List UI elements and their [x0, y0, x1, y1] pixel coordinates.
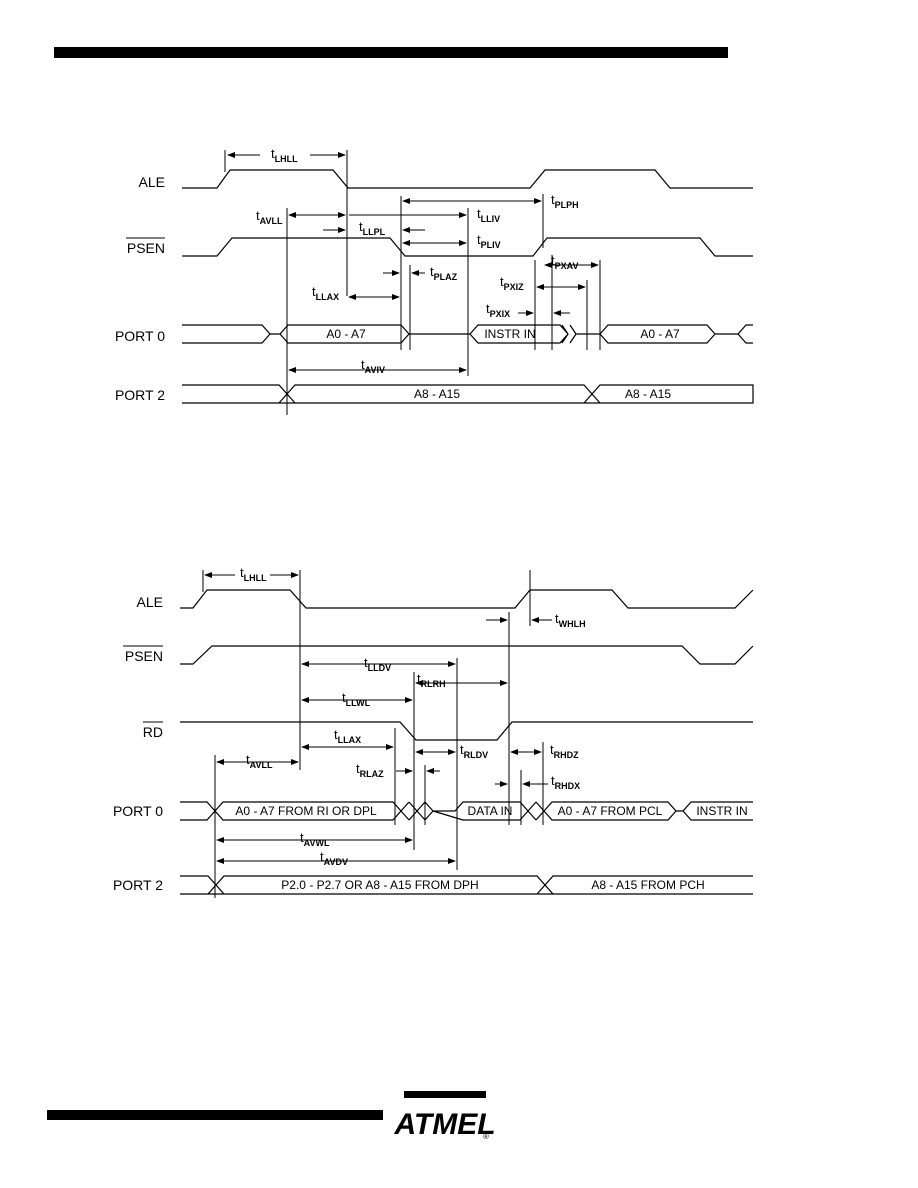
label-tlliv: tLLIV — [477, 206, 500, 224]
label-tpxav: tPXAV — [551, 253, 578, 271]
signal-label-port2: PORT 2 — [115, 387, 165, 403]
label-trhdz: tRHDZ — [550, 742, 579, 760]
label-taviv: tAVIV — [361, 357, 385, 375]
data-memory-read-cycle: ALE PSEN RD PORT 0 PORT 2 A0 - A7 FROM R… — [113, 565, 754, 898]
port2-waveform — [180, 875, 753, 895]
timing-arrows — [227, 152, 599, 373]
reference-lines — [224, 150, 601, 415]
psen-waveform — [180, 645, 754, 665]
label-tllax: tLLAX — [334, 727, 361, 745]
label-trlrh: tRLRH — [417, 671, 446, 689]
port2-bus-a8-a15-pch: A8 - A15 FROM PCH — [591, 878, 704, 892]
port2-bus-a8-a15-next: A8 - A15 — [625, 387, 671, 401]
footer-rule — [47, 1110, 383, 1120]
label-tavwl: tAVWL — [300, 830, 330, 848]
program-memory-read-cycle: ALE PSEN PORT 0 PORT 2 A0 - A7 INSTR IN … — [115, 146, 754, 415]
label-tllpl: tLLPL — [359, 219, 386, 237]
port0-bus-data-in: DATA IN — [468, 804, 513, 818]
ale-waveform — [182, 169, 753, 189]
port0-waveform — [182, 324, 753, 344]
label-tavdv: tAVDV — [320, 849, 348, 867]
signal-label-psen: PSEN — [127, 240, 165, 256]
psen-waveform — [182, 237, 753, 257]
label-tllax: tLLAX — [312, 284, 339, 302]
header-rule — [54, 47, 728, 58]
label-tplaz: tPLAZ — [430, 264, 458, 282]
port0-bus-instr-in: INSTR IN — [696, 804, 747, 818]
port2-bus-a8-a15: A8 - A15 — [414, 387, 460, 401]
signal-label-rd: RD — [143, 724, 163, 740]
reference-lines — [202, 570, 544, 898]
label-tpxiz: tPXIZ — [500, 274, 524, 292]
svg-text:ATMEL: ATMEL — [393, 1108, 495, 1141]
label-trlaz: tRLAZ — [356, 761, 384, 779]
label-tpxix: tPXIX — [486, 301, 510, 319]
port2-bus-p2-dph: P2.0 - P2.7 OR A8 - A15 FROM DPH — [281, 878, 478, 892]
ale-waveform — [180, 589, 754, 609]
label-tlldv: tLLDV — [364, 655, 391, 673]
timing-arrows — [204, 572, 552, 864]
label-tlhll: tLHLL — [240, 565, 267, 583]
port0-bus-instr-in: INSTR IN — [484, 327, 535, 341]
label-tpliv: tPLIV — [477, 232, 501, 250]
label-tlhll: tLHLL — [271, 146, 298, 164]
signal-label-ale: ALE — [139, 174, 165, 190]
signal-label-port2: PORT 2 — [113, 877, 163, 893]
label-tavll: tAVLL — [246, 752, 273, 770]
signal-label-psen: PSEN — [125, 648, 163, 664]
port0-bus-a0-a7-ri-dpl: A0 - A7 FROM RI OR DPL — [235, 804, 377, 818]
signal-label-port0: PORT 0 — [115, 328, 165, 344]
label-twhlh: tWHLH — [555, 611, 586, 629]
label-tavll: tAVLL — [256, 208, 283, 226]
port0-bus-a0-a7-next: A0 - A7 — [640, 327, 680, 341]
label-trldv: tRLDV — [460, 742, 488, 760]
label-trhdx: tRHDX — [551, 773, 580, 791]
port0-bus-a0-a7-pcl: A0 - A7 FROM PCL — [558, 804, 663, 818]
signal-label-ale: ALE — [137, 594, 163, 610]
svg-text:®: ® — [483, 1132, 489, 1141]
label-tllwl: tLLWL — [342, 690, 371, 708]
atmel-logo: ATMEL ® — [393, 1091, 496, 1141]
port0-bus-a0-a7: A0 - A7 — [326, 327, 366, 341]
signal-label-port0: PORT 0 — [113, 803, 163, 819]
label-tplph: tPLPH — [551, 192, 579, 210]
rd-waveform — [180, 721, 753, 741]
